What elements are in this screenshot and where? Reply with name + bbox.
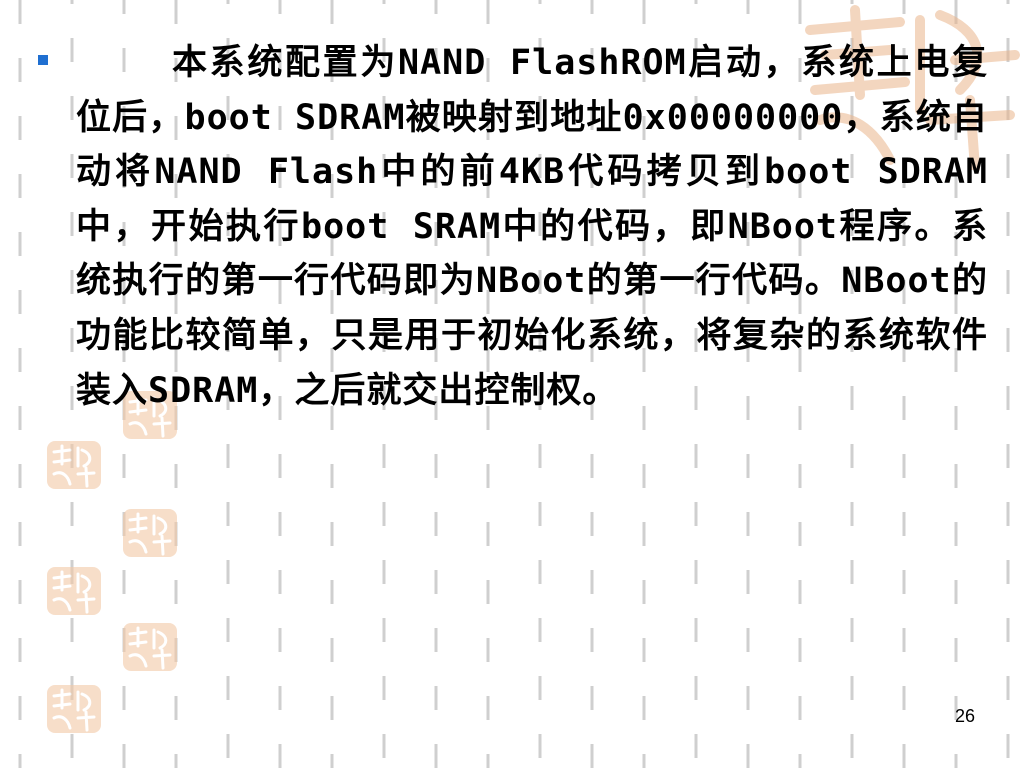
seal-watermark-5 <box>47 685 101 733</box>
seal-watermark-6 <box>123 391 177 439</box>
seal-watermark-3 <box>47 567 101 615</box>
seal-watermark-corner <box>805 5 1020 170</box>
seal-watermark-4 <box>123 623 177 671</box>
body-paragraph: 本系统配置为NAND FlashROM启动，系统上电复位后，boot SDRAM… <box>76 43 988 411</box>
seal-watermark-2 <box>123 509 177 557</box>
square-bullet-icon <box>38 55 48 65</box>
seal-watermark-1 <box>47 441 101 489</box>
page-number: 26 <box>954 706 976 726</box>
